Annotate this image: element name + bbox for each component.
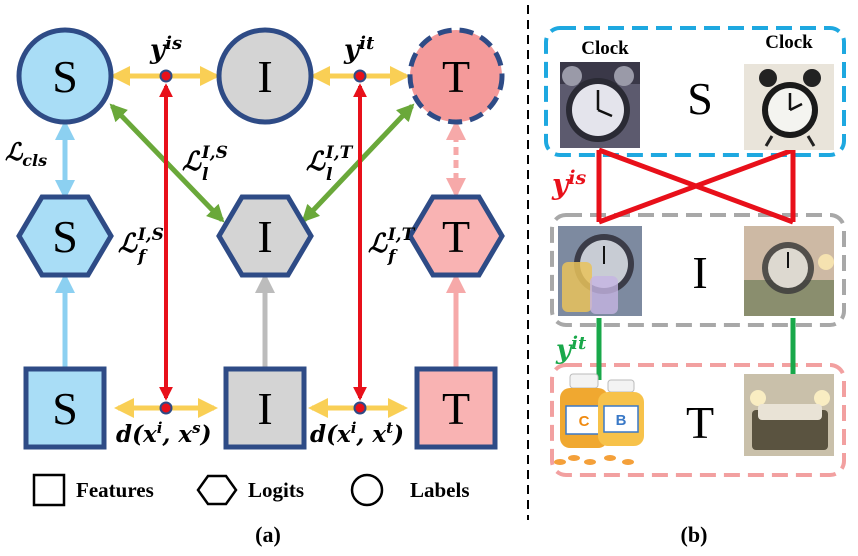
feature-i-text: I: [257, 383, 272, 434]
legend-features-text: Features: [76, 478, 154, 502]
source-domain-box: [544, 26, 846, 157]
label-loss-f-it: ℒI,T: [368, 225, 416, 259]
logit-t-node: [407, 194, 505, 278]
label-loss-l-is: ℒI,S: [182, 143, 228, 177]
logit-s-text: S: [52, 211, 78, 262]
domain-s-text: S: [687, 73, 713, 124]
feature-s-node: [23, 366, 107, 450]
label-y-it: yit: [343, 33, 375, 65]
logit-i-text: I: [257, 211, 272, 262]
legend-labels-text: Labels: [410, 478, 470, 502]
target-image-bed: [744, 374, 834, 456]
panel-a: S I T S I T S I T yis yit ℒcls ℒI,S l ℒI…: [5, 27, 505, 547]
label-y-it-b: yit: [555, 333, 587, 365]
clock-label-left: Clock: [581, 38, 629, 59]
feature-s-text: S: [52, 383, 78, 434]
label-distance-it: d(xi, xt): [310, 419, 404, 448]
label-distance-is: d(xi, xs): [116, 419, 211, 448]
feature-t-text: T: [442, 383, 470, 434]
feature-i-node: [223, 366, 307, 450]
legend-features-icon: [32, 473, 66, 507]
caption-b: (b): [681, 522, 708, 547]
label-y-is: yis: [149, 33, 182, 65]
legend-logits-icon: [196, 474, 238, 506]
red-line-cross-2: [598, 147, 794, 225]
logit-t-text: T: [442, 211, 470, 262]
label-loss-l-it-sub: l: [326, 165, 333, 185]
domain-i-text: I: [692, 247, 707, 298]
label-t-text: T: [442, 51, 470, 102]
dot-d-it: [353, 401, 367, 415]
dot-d-is: [159, 401, 173, 415]
panel-b: yis yit Clock Clock: [544, 26, 846, 547]
domain-t-text: T: [686, 397, 714, 448]
label-i-text: I: [257, 51, 272, 102]
label-loss-l-is-sub: l: [202, 165, 209, 185]
intermediate-image-left: [558, 226, 642, 316]
source-image-clock-right: [744, 64, 834, 150]
svg-text:B: B: [616, 412, 627, 429]
label-loss-f-it-sub: f: [387, 247, 398, 267]
svg-text:C: C: [579, 413, 590, 430]
label-t-node: [407, 27, 505, 125]
caption-a: (a): [255, 522, 281, 547]
label-y-is-b: yis: [551, 167, 586, 201]
label-loss-l-it: ℒI,T: [306, 143, 354, 177]
dot-y-is: [159, 69, 173, 83]
dot-y-it: [353, 69, 367, 83]
target-image-vitamins: C B: [554, 373, 644, 465]
clock-label-right: Clock: [765, 32, 813, 53]
logit-i-node: [216, 194, 314, 278]
logit-s-node: [16, 194, 114, 278]
label-s-node: [16, 27, 114, 125]
legend-labels-icon: [350, 473, 384, 507]
label-loss-f-is-sub: f: [137, 247, 148, 267]
source-image-clock-left: [560, 62, 640, 148]
legend-logits-text: Logits: [248, 478, 304, 502]
label-i-node: [216, 27, 314, 125]
label-loss-f-is: ℒI,S: [118, 225, 164, 259]
label-loss-cls: ℒcls: [5, 137, 47, 170]
intermediate-image-right: [744, 226, 834, 316]
intermediate-domain-box: [550, 213, 846, 327]
feature-t-node: [414, 366, 498, 450]
label-s-text: S: [52, 51, 78, 102]
target-domain-box: [550, 363, 846, 477]
